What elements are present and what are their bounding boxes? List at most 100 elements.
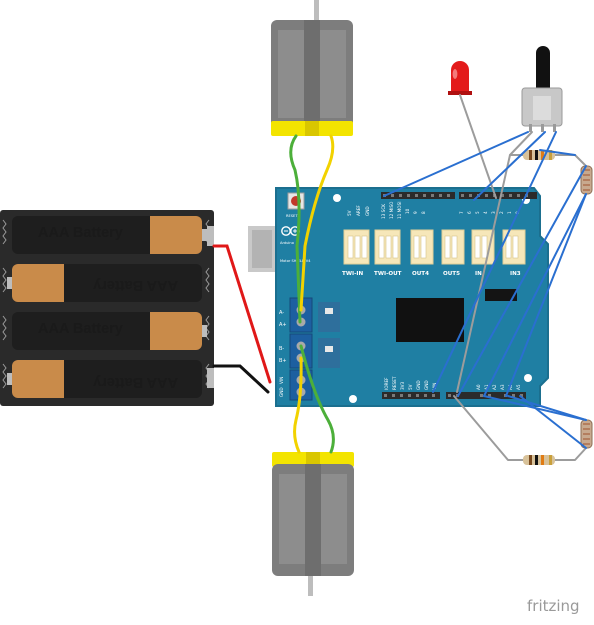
wire-blue	[457, 165, 587, 397]
svg-text:AREF: AREF	[356, 205, 361, 216]
svg-text:A-: A-	[279, 310, 284, 316]
svg-text:5V: 5V	[408, 384, 413, 390]
wire-gray	[574, 154, 587, 167]
motor-driver-chip	[396, 298, 464, 342]
battery-cell-label: AAA Battery	[93, 277, 178, 293]
svg-text:A2: A2	[492, 384, 497, 390]
wire-yellow-bottom	[293, 356, 303, 454]
svg-text:8: 8	[421, 211, 426, 214]
svg-text:OUT5: OUT5	[443, 271, 460, 277]
wire-blue	[505, 193, 587, 397]
connector-labels: TWI-IN TWI-OUT OUT4 OUT5 IN IN3	[342, 271, 521, 277]
led-dome	[451, 61, 469, 92]
resistor-icon	[508, 455, 575, 465]
motor-shaft	[314, 0, 319, 22]
wire-gray	[456, 154, 511, 393]
svg-text:4: 4	[483, 211, 488, 214]
motor-shaft	[308, 576, 313, 596]
motor-terminal-labels: A- A+ B- B+	[279, 310, 287, 364]
board-name: Motor SHIELD V4	[280, 259, 311, 263]
vin-label: VIN	[279, 377, 284, 384]
svg-text:A1: A1	[484, 384, 489, 390]
svg-text:2: 2	[499, 211, 504, 214]
svg-text:11 MOSI: 11 MOSI	[397, 202, 402, 219]
svg-text:A3: A3	[500, 384, 505, 390]
gnd-label: GND	[279, 387, 284, 397]
led-icon	[448, 61, 472, 95]
svg-text:RESET: RESET	[392, 376, 397, 390]
wire-red	[212, 244, 272, 384]
svg-text:IN3: IN3	[510, 271, 521, 277]
svg-text:A5: A5	[516, 384, 521, 390]
svg-text:OUT4: OUT4	[412, 271, 429, 277]
motor-body-ridge	[305, 464, 321, 576]
wire-blue	[539, 149, 576, 156]
wire-gray	[574, 447, 587, 461]
wire-gray	[453, 395, 509, 461]
svg-text:7: 7	[459, 211, 464, 214]
mounting-hole	[524, 374, 532, 382]
wire-blue	[483, 193, 587, 397]
potentiometer-icon	[521, 46, 563, 132]
wire-blue	[507, 395, 587, 421]
wire-blue	[519, 395, 587, 449]
wire-blue	[383, 131, 529, 197]
battery-terminal-negative	[207, 368, 214, 388]
svg-text:6: 6	[467, 211, 472, 214]
svg-text:GND: GND	[424, 380, 429, 390]
led-rim	[448, 91, 472, 95]
wire-blue	[432, 131, 557, 393]
svg-text:1: 1	[507, 211, 512, 214]
wire-gray	[509, 131, 533, 156]
wire-green-top	[289, 134, 302, 324]
wire-yellow-top	[299, 134, 335, 312]
motor-shield: RESET Arduino Motor SHIELD V4 5V AREF GN…	[248, 187, 549, 407]
wire-black	[212, 364, 270, 394]
top-pin-labels: 5V AREF GND 13 SCK 12 MISO 11 MOSI 10 9 …	[347, 201, 520, 219]
battery-cell-1: AAA Battery	[12, 216, 207, 254]
logo-text: Arduino	[280, 241, 294, 245]
svg-text:B-: B-	[279, 346, 284, 352]
svg-text:3V3: 3V3	[400, 381, 405, 390]
reset-label: RESET	[286, 214, 298, 218]
battery-cell-label: AAA Battery	[38, 321, 123, 337]
svg-text:9: 9	[413, 211, 418, 214]
battery-cell-label: AAA Battery	[38, 225, 123, 241]
motor-body-ridge	[304, 20, 320, 130]
mounting-hole	[349, 395, 357, 403]
battery-cell-3: AAA Battery	[12, 312, 207, 350]
battery-pack: AAA Battery AAA Battery AAA Battery AAA …	[0, 210, 214, 406]
battery-cell-2: AAA Battery	[7, 264, 202, 302]
svg-text:IOREF: IOREF	[384, 377, 389, 390]
reset-button-icon[interactable]	[287, 192, 305, 210]
battery-holder	[0, 210, 214, 406]
motor-end-cap-center	[305, 121, 319, 136]
top-motor	[271, 0, 353, 136]
wire-gray-led	[459, 94, 497, 199]
top-header-right	[459, 192, 537, 199]
battery-cell-label: AAA Battery	[93, 374, 178, 390]
svg-text:A0: A0	[476, 384, 481, 390]
svg-text:TWI-IN: TWI-IN	[342, 271, 363, 277]
svg-text:5V: 5V	[347, 210, 352, 216]
photoresistor-icon	[580, 419, 593, 449]
wire-green-bottom	[299, 344, 335, 454]
svg-text:GND: GND	[365, 206, 370, 216]
wire-blue	[473, 131, 546, 201]
motor-end-cap-center	[306, 452, 320, 467]
battery-terminal-positive	[207, 226, 214, 246]
svg-text:VIN: VIN	[432, 383, 437, 390]
svg-text:5: 5	[475, 211, 480, 214]
svg-text:IN: IN	[475, 271, 482, 277]
svg-text:13 SCK: 13 SCK	[381, 204, 386, 219]
svg-text:12 MISO: 12 MISO	[389, 201, 394, 219]
svg-text:3: 3	[491, 211, 496, 214]
svg-text:10: 10	[405, 208, 410, 214]
wires	[212, 94, 587, 461]
battery-cell-4: AAA Battery	[7, 360, 202, 398]
svg-text:A+: A+	[279, 322, 287, 328]
svg-text:TWI-OUT: TWI-OUT	[374, 271, 402, 277]
bottom-motor	[272, 452, 354, 596]
